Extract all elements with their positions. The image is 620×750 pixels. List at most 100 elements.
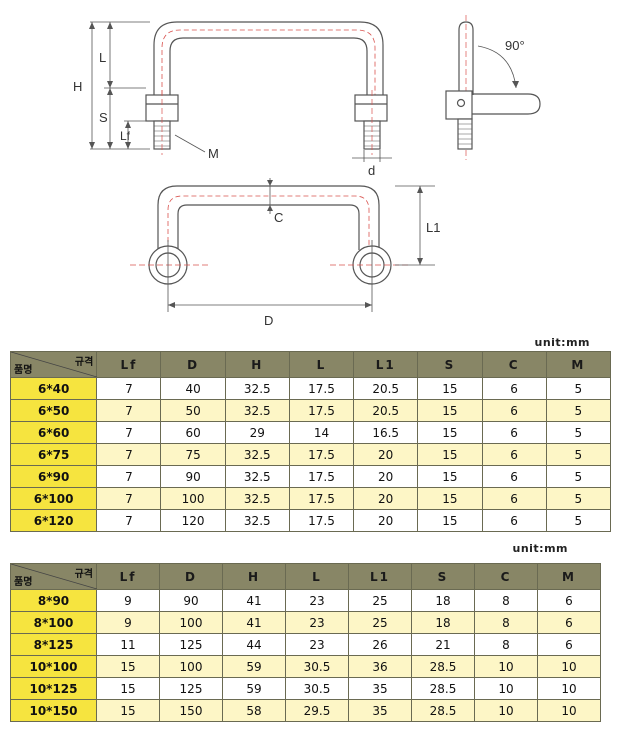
product-name-cell: 6*60 bbox=[9, 421, 98, 444]
col-header-s: S bbox=[411, 563, 475, 590]
col-header-l1: L1 bbox=[353, 351, 419, 378]
spec-value-cell: 32.5 bbox=[224, 377, 290, 400]
corner-spec-label: 규격 bbox=[74, 569, 93, 580]
col-header-c: C bbox=[474, 563, 538, 590]
spec-value-cell: 15 bbox=[417, 443, 483, 466]
table-header-row: 규격 품명 Lf D H L L1 S C M bbox=[10, 563, 601, 590]
spec-value-cell: 18 bbox=[411, 589, 475, 612]
col-header-l: L bbox=[285, 563, 349, 590]
spec-value-cell: 20 bbox=[353, 487, 419, 510]
table-header-row: 규격 품명 Lf D H L L1 S C M bbox=[9, 351, 612, 378]
spec-value-cell: 7 bbox=[96, 421, 162, 444]
dim-L1-label: L1 bbox=[426, 220, 440, 235]
spec-value-cell: 15 bbox=[417, 509, 483, 532]
spec-value-cell: 6 bbox=[537, 589, 601, 612]
col-header-m: M bbox=[545, 351, 612, 378]
dim-D-label: D bbox=[264, 313, 273, 328]
spec-value-cell: 7 bbox=[96, 377, 162, 400]
spec-value-cell: 50 bbox=[160, 399, 226, 422]
spec-value-cell: 100 bbox=[159, 611, 223, 634]
spec-value-cell: 28.5 bbox=[411, 699, 475, 722]
spec-value-cell: 41 bbox=[222, 611, 286, 634]
spec-value-cell: 8 bbox=[474, 589, 538, 612]
dim-angle-label: 90° bbox=[505, 38, 525, 53]
spec-value-cell: 10 bbox=[474, 677, 538, 700]
spec-value-cell: 58 bbox=[222, 699, 286, 722]
spec-value-cell: 20 bbox=[353, 443, 419, 466]
spec-value-cell: 125 bbox=[159, 633, 223, 656]
col-header-c: C bbox=[481, 351, 547, 378]
spec-value-cell: 32.5 bbox=[224, 487, 290, 510]
spec-value-cell: 41 bbox=[222, 589, 286, 612]
spec-value-cell: 18 bbox=[411, 611, 475, 634]
product-name-cell: 6*40 bbox=[9, 377, 98, 400]
spec-value-cell: 40 bbox=[160, 377, 226, 400]
dim-M-label: M bbox=[208, 146, 219, 161]
corner-header-cell: 규격 품명 bbox=[9, 351, 98, 378]
spec-value-cell: 5 bbox=[545, 509, 612, 532]
spec-value-cell: 60 bbox=[160, 421, 226, 444]
spec-value-cell: 100 bbox=[159, 655, 223, 678]
product-name-cell: 6*50 bbox=[9, 399, 98, 422]
product-name-cell: 8*125 bbox=[10, 633, 97, 656]
product-name-cell: 6*120 bbox=[9, 509, 98, 532]
side-view bbox=[445, 15, 541, 160]
spec-value-cell: 21 bbox=[411, 633, 475, 656]
spec-value-cell: 32.5 bbox=[224, 509, 290, 532]
unit-label-2: unit:mm bbox=[512, 542, 568, 555]
top-view bbox=[130, 178, 435, 312]
spec-value-cell: 29 bbox=[224, 421, 290, 444]
spec-value-cell: 36 bbox=[348, 655, 412, 678]
spec-value-cell: 25 bbox=[348, 589, 412, 612]
spec-value-cell: 5 bbox=[545, 399, 612, 422]
col-header-d: D bbox=[159, 563, 223, 590]
spec-value-cell: 7 bbox=[96, 399, 162, 422]
spec-value-cell: 20.5 bbox=[353, 399, 419, 422]
spec-value-cell: 8 bbox=[474, 633, 538, 656]
spec-value-cell: 15 bbox=[96, 677, 160, 700]
dim-Lf-label: Lf bbox=[120, 129, 131, 143]
spec-value-cell: 9 bbox=[96, 611, 160, 634]
spec-value-cell: 5 bbox=[545, 465, 612, 488]
dim-L-label: L bbox=[99, 50, 106, 65]
corner-spec-label: 규격 bbox=[74, 357, 94, 368]
spec-value-cell: 15 bbox=[96, 699, 160, 722]
col-header-h: H bbox=[224, 351, 290, 378]
spec-value-cell: 150 bbox=[159, 699, 223, 722]
spec-value-cell: 6 bbox=[537, 611, 601, 634]
product-name-cell: 6*90 bbox=[9, 465, 98, 488]
spec-value-cell: 125 bbox=[159, 677, 223, 700]
corner-product-label: 품명 bbox=[14, 365, 33, 376]
spec-value-cell: 7 bbox=[96, 465, 162, 488]
spec-value-cell: 35 bbox=[348, 699, 412, 722]
spec-value-cell: 100 bbox=[160, 487, 226, 510]
spec-value-cell: 59 bbox=[222, 677, 286, 700]
unit-label-1: unit:mm bbox=[534, 336, 590, 349]
spec-value-cell: 10 bbox=[474, 699, 538, 722]
spec-value-cell: 26 bbox=[348, 633, 412, 656]
spec-value-cell: 5 bbox=[545, 443, 612, 466]
spec-value-cell: 5 bbox=[545, 487, 612, 510]
spec-value-cell: 16.5 bbox=[353, 421, 419, 444]
spec-value-cell: 6 bbox=[481, 377, 547, 400]
spec-value-cell: 90 bbox=[159, 589, 223, 612]
spec-value-cell: 20 bbox=[353, 465, 419, 488]
spec-value-cell: 6 bbox=[481, 509, 547, 532]
spec-value-cell: 17.5 bbox=[288, 443, 355, 466]
corner-header-cell: 규격 품명 bbox=[10, 563, 97, 590]
col-header-lf: Lf bbox=[96, 351, 162, 378]
col-header-h: H bbox=[222, 563, 286, 590]
spec-value-cell: 90 bbox=[160, 465, 226, 488]
spec-value-cell: 15 bbox=[417, 399, 483, 422]
spec-value-cell: 6 bbox=[481, 465, 547, 488]
spec-value-cell: 15 bbox=[96, 655, 160, 678]
